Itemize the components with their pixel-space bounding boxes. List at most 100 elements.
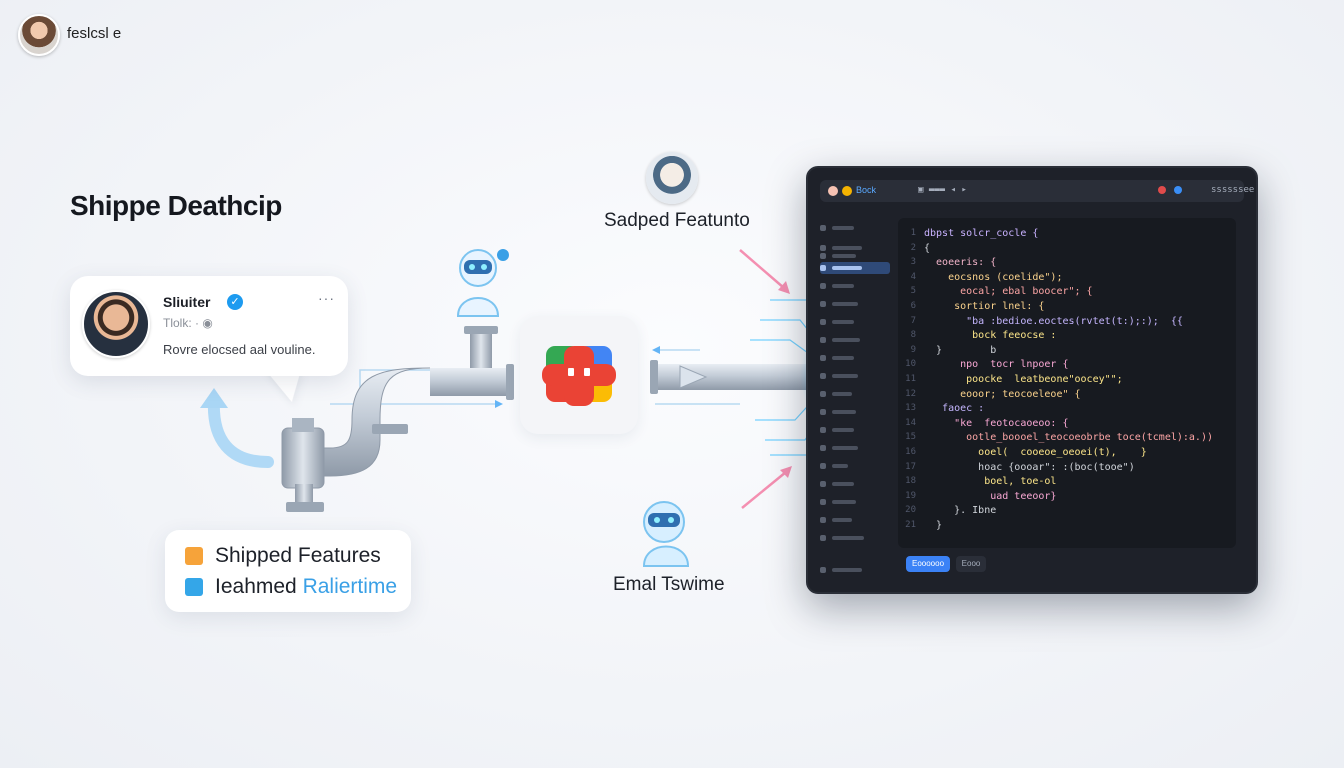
sidebar-item[interactable] [820, 388, 890, 400]
code-line[interactable]: { [924, 242, 931, 254]
code-line[interactable]: bock feeocse : [924, 330, 1057, 342]
code-line[interactable]: eocal; ebal boocer"; { [924, 286, 1093, 298]
code-line[interactable]: sortior lnel: { [924, 301, 1045, 312]
sidebar-item[interactable] [820, 334, 890, 346]
sidebar-item[interactable] [820, 442, 890, 454]
line-number: 1 [910, 228, 916, 238]
line-number: 20 [905, 505, 916, 516]
robot-mascot-top-icon [456, 249, 509, 317]
brand-name[interactable]: feslcsl e [67, 25, 122, 42]
line-number: 3 [910, 257, 916, 268]
post-handle: Tlolk: · ◉ [163, 316, 213, 330]
pipe-vertical-top [470, 330, 492, 378]
verified-icon: ✓ [227, 294, 243, 310]
feature-flag-icon [185, 547, 203, 565]
sidebar-item[interactable] [820, 406, 890, 418]
code-line[interactable]: eooor; teocoeleoe" { [924, 388, 1081, 400]
code-line[interactable]: dbpst solcr_cocle { [924, 228, 1039, 239]
page-title: Shippe Deathcip [70, 190, 282, 221]
line-number: 11 [905, 374, 916, 384]
sidebar-footer-item[interactable] [820, 564, 890, 576]
sidebar-item[interactable] [820, 352, 890, 364]
code-line[interactable]: }. Ibne [924, 505, 997, 517]
post-text: Rovre elocsed aal vouline. [163, 342, 316, 357]
record-icon[interactable] [1158, 186, 1166, 194]
line-number: 9 [910, 344, 916, 355]
window-dot-icon [842, 186, 852, 196]
line-number: 7 [910, 315, 916, 326]
pipe-valve [281, 427, 325, 489]
sidebar-item[interactable] [820, 280, 890, 292]
pink-arrow-bottom-icon [780, 466, 792, 478]
more-options-icon[interactable]: ··· [318, 290, 335, 306]
code-editor-window[interactable]: Bock ▣ ▬▬▬ ◂ ▸ ssssssee 1 dbpst solcr_coc… [806, 166, 1258, 594]
line-number: 6 [910, 301, 916, 311]
code-line[interactable]: boel, toe-ol [924, 476, 1057, 488]
code-line[interactable]: } [924, 520, 943, 531]
line-number: 2 [910, 242, 916, 253]
line-number: 18 [905, 476, 916, 487]
line-number: 5 [910, 286, 916, 297]
line-number: 8 [910, 330, 916, 341]
line-number: 14 [905, 417, 916, 428]
share-icon[interactable] [1174, 186, 1182, 194]
line-number: 17 [905, 461, 916, 472]
social-post-card[interactable]: Sliuiter ✓ ··· Tlolk: · ◉ Rovre elocsed … [70, 276, 348, 376]
sidebar-item[interactable] [820, 460, 890, 472]
sidebar-item[interactable] [820, 298, 890, 310]
globe-icon: ◉ [202, 316, 213, 330]
code-line[interactable]: uad teeoor} [924, 490, 1057, 502]
code-line[interactable]: } b [924, 344, 997, 356]
code-line[interactable]: "ba :bedioe.eoctes(rvtet(t:);:); {{ [924, 315, 1183, 327]
pink-arrow-top-icon [778, 281, 790, 294]
code-line[interactable]: hoac {oooar": :(boc(tooe") [924, 461, 1135, 473]
brand-avatar[interactable] [18, 14, 60, 56]
code-line[interactable]: ooel( cooeoe_oeoei(t), } [924, 447, 1147, 458]
code-line[interactable]: npo tocr lnpoer { [924, 359, 1069, 371]
sidebar-item[interactable] [820, 316, 890, 328]
sidebar-item[interactable] [820, 222, 890, 234]
code-line[interactable]: eoeeris: { [924, 257, 997, 269]
bottom-caption: Emal Tswime [613, 574, 725, 595]
sidebar-item[interactable] [820, 496, 890, 508]
editor-status: ssssssee [1211, 185, 1255, 195]
line-number: 16 [905, 447, 916, 457]
feature-item-realtime: Ieahmed Raliertime [185, 575, 397, 599]
post-avatar[interactable] [82, 290, 150, 358]
editor-path: ▣ ▬▬▬ ◂ ▸ [918, 185, 967, 195]
line-number: 19 [905, 490, 916, 501]
pipe-to-editor [650, 364, 850, 390]
post-author-name[interactable]: Sliuiter [163, 294, 211, 310]
editor-tab-name[interactable]: Bock [856, 185, 877, 195]
code-area[interactable]: 1 dbpst solcr_cocle { 2 {3 eoeeris: { 4 eocs… [898, 218, 1236, 548]
editor-titlebar: Bock ▣ ▬▬▬ ◂ ▸ ssssssee [820, 180, 1254, 202]
secondary-button[interactable]: Eooo [956, 556, 986, 572]
robot-mascot-bottom-icon [642, 501, 690, 567]
sidebar-item-active[interactable] [820, 262, 890, 274]
sidebar-item[interactable] [820, 478, 890, 490]
arrow-head-up-icon [200, 388, 228, 408]
feature-realtime-icon [185, 578, 203, 596]
code-line[interactable]: ootle_boooel_teocoeobrbe toce(tcmel):a.)… [924, 432, 1213, 444]
pipe-horizontal-top [430, 368, 508, 396]
sidebar-item[interactable] [820, 242, 890, 254]
code-line[interactable]: eocsnos (coelide"); [924, 271, 1063, 283]
sidebar-item[interactable] [820, 532, 890, 544]
top-caption: Sadped Featunto [604, 210, 750, 231]
line-number: 4 [910, 271, 916, 282]
sidebar-item[interactable] [820, 514, 890, 526]
sidebar-item[interactable] [820, 250, 890, 262]
app-logo-tile[interactable] [520, 316, 638, 434]
editor-sidebar [820, 212, 892, 582]
code-line[interactable]: faoec : [924, 403, 985, 415]
run-button[interactable]: Eoooooo [906, 556, 950, 572]
line-number: 21 [905, 520, 916, 530]
feature-item-shipped: Shipped Features [185, 544, 381, 568]
sidebar-item[interactable] [820, 370, 890, 382]
line-number: 12 [905, 388, 916, 399]
code-line[interactable]: poocke leatbeone"oocey""; [924, 374, 1123, 385]
feature-label: Ieahmed [215, 575, 303, 598]
sidebar-item[interactable] [820, 424, 890, 436]
feature-label: Shipped Features [215, 544, 381, 567]
code-line[interactable]: "ke feotocaoeoo: { [924, 417, 1069, 429]
